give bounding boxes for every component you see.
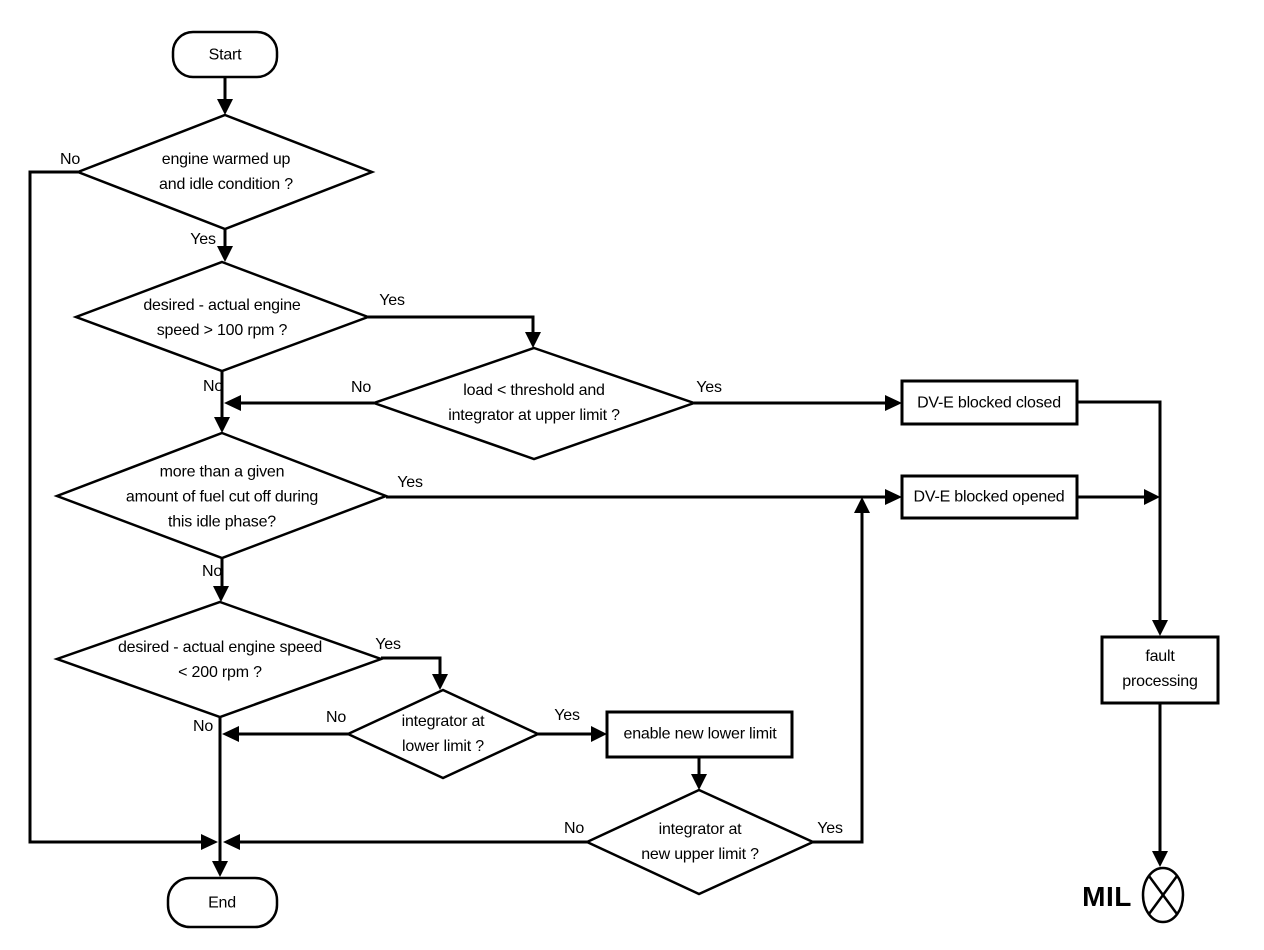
arrowhead-newupper-no-junction [223,834,240,850]
arrowhead-into-enable [591,726,607,742]
arrowhead-into-lower [432,674,448,690]
warmed-yes-label: Yes [190,231,216,248]
integrator-new-upper-diamond [584,788,817,896]
end-node-shape [166,876,279,929]
speed100-no-label: No [202,378,224,395]
arrowhead-into-speed200 [213,586,229,602]
enable-new-lower-limit-box [605,710,794,759]
fuel-yes-label: Yes [397,474,423,491]
arrowhead-into-blocked-closed [885,395,902,411]
arrowhead-into-blocked-opened [885,489,902,505]
dve-blocked-opened-box [900,474,1079,520]
start-node-label: Start [208,46,242,64]
end-node-label: End [208,894,236,912]
warmed-up-label: engine warmed up and idle condition ? [159,151,293,193]
fault-processing-label: fault processing [1122,648,1198,690]
integrator-lower-diamond [345,688,541,780]
edge-warmed-no [28,170,202,844]
arrowhead-into-end [212,861,228,877]
integrator-new-upper-label: integrator at new upper limit ? [641,821,759,863]
arrowhead-opened-to-rail [1144,489,1160,505]
edge-speed200-yes [381,656,442,675]
arrowhead-into-fault-processing [1152,620,1168,636]
load-yes-label: Yes [696,379,722,396]
speed200-yes-label: Yes [375,636,401,653]
warmed-no-label: No [59,151,81,168]
arrowhead-into-warmed [217,99,233,115]
arrowhead-load-no [224,395,241,411]
speed200-no-label: No [192,718,214,735]
fault-processing-box [1100,635,1220,705]
lower-no-label: No [325,709,347,726]
enable-new-lower-limit-label: enable new lower limit [623,725,777,743]
dve-blocked-closed-box [900,379,1079,426]
speed-lt-200-label: desired - actual engine speed < 200 rpm … [117,639,323,681]
arrowhead-newupper-yes-up [854,497,870,513]
speed100-yes-label: Yes [379,292,405,309]
lower-yes-label: Yes [554,707,580,724]
edge-newupper-yes [813,512,864,844]
fuel-cut-off-label: more than a given amount of fuel cut off… [125,463,319,531]
arrowhead-into-mil [1152,851,1168,867]
newupper-no-label: No [563,820,585,837]
load-threshold-label: load < threshold and integrator at upper… [448,382,620,424]
newupper-yes-label: Yes [817,820,843,837]
mil-lamp-circle [1141,866,1185,924]
mil-lamp-cross-2 [1147,875,1179,915]
warmed-up-diamond [74,113,376,231]
arrowhead-lower-no [222,726,239,742]
arrowhead-into-fuel [214,417,230,433]
arrowhead-into-speed100 [217,246,233,262]
arrowhead-into-newupper [691,774,707,790]
edge-closed-to-fault [1077,400,1162,621]
edge-speed100-yes [368,315,535,333]
arrowhead-warmed-no-junction [201,834,218,850]
speed-gt-100-diamond [72,260,372,373]
fuel-no-label: No [201,563,223,580]
integrator-lower-label: integrator at lower limit ? [401,713,485,755]
mil-lamp-icon [1141,866,1185,924]
dve-blocked-opened-label: DV-E blocked opened [913,488,1065,506]
speed-gt-100-label: desired - actual engine speed > 100 rpm … [143,297,301,339]
start-node-shape [171,30,279,79]
speed-lt-200-diamond [53,600,385,719]
load-threshold-diamond [370,346,698,461]
dve-blocked-closed-label: DV-E blocked closed [917,394,1061,412]
arrowhead-into-load [525,332,541,348]
fuel-cut-off-diamond [53,431,390,560]
load-no-label: No [350,379,372,396]
mil-label: MIL [1082,881,1132,912]
